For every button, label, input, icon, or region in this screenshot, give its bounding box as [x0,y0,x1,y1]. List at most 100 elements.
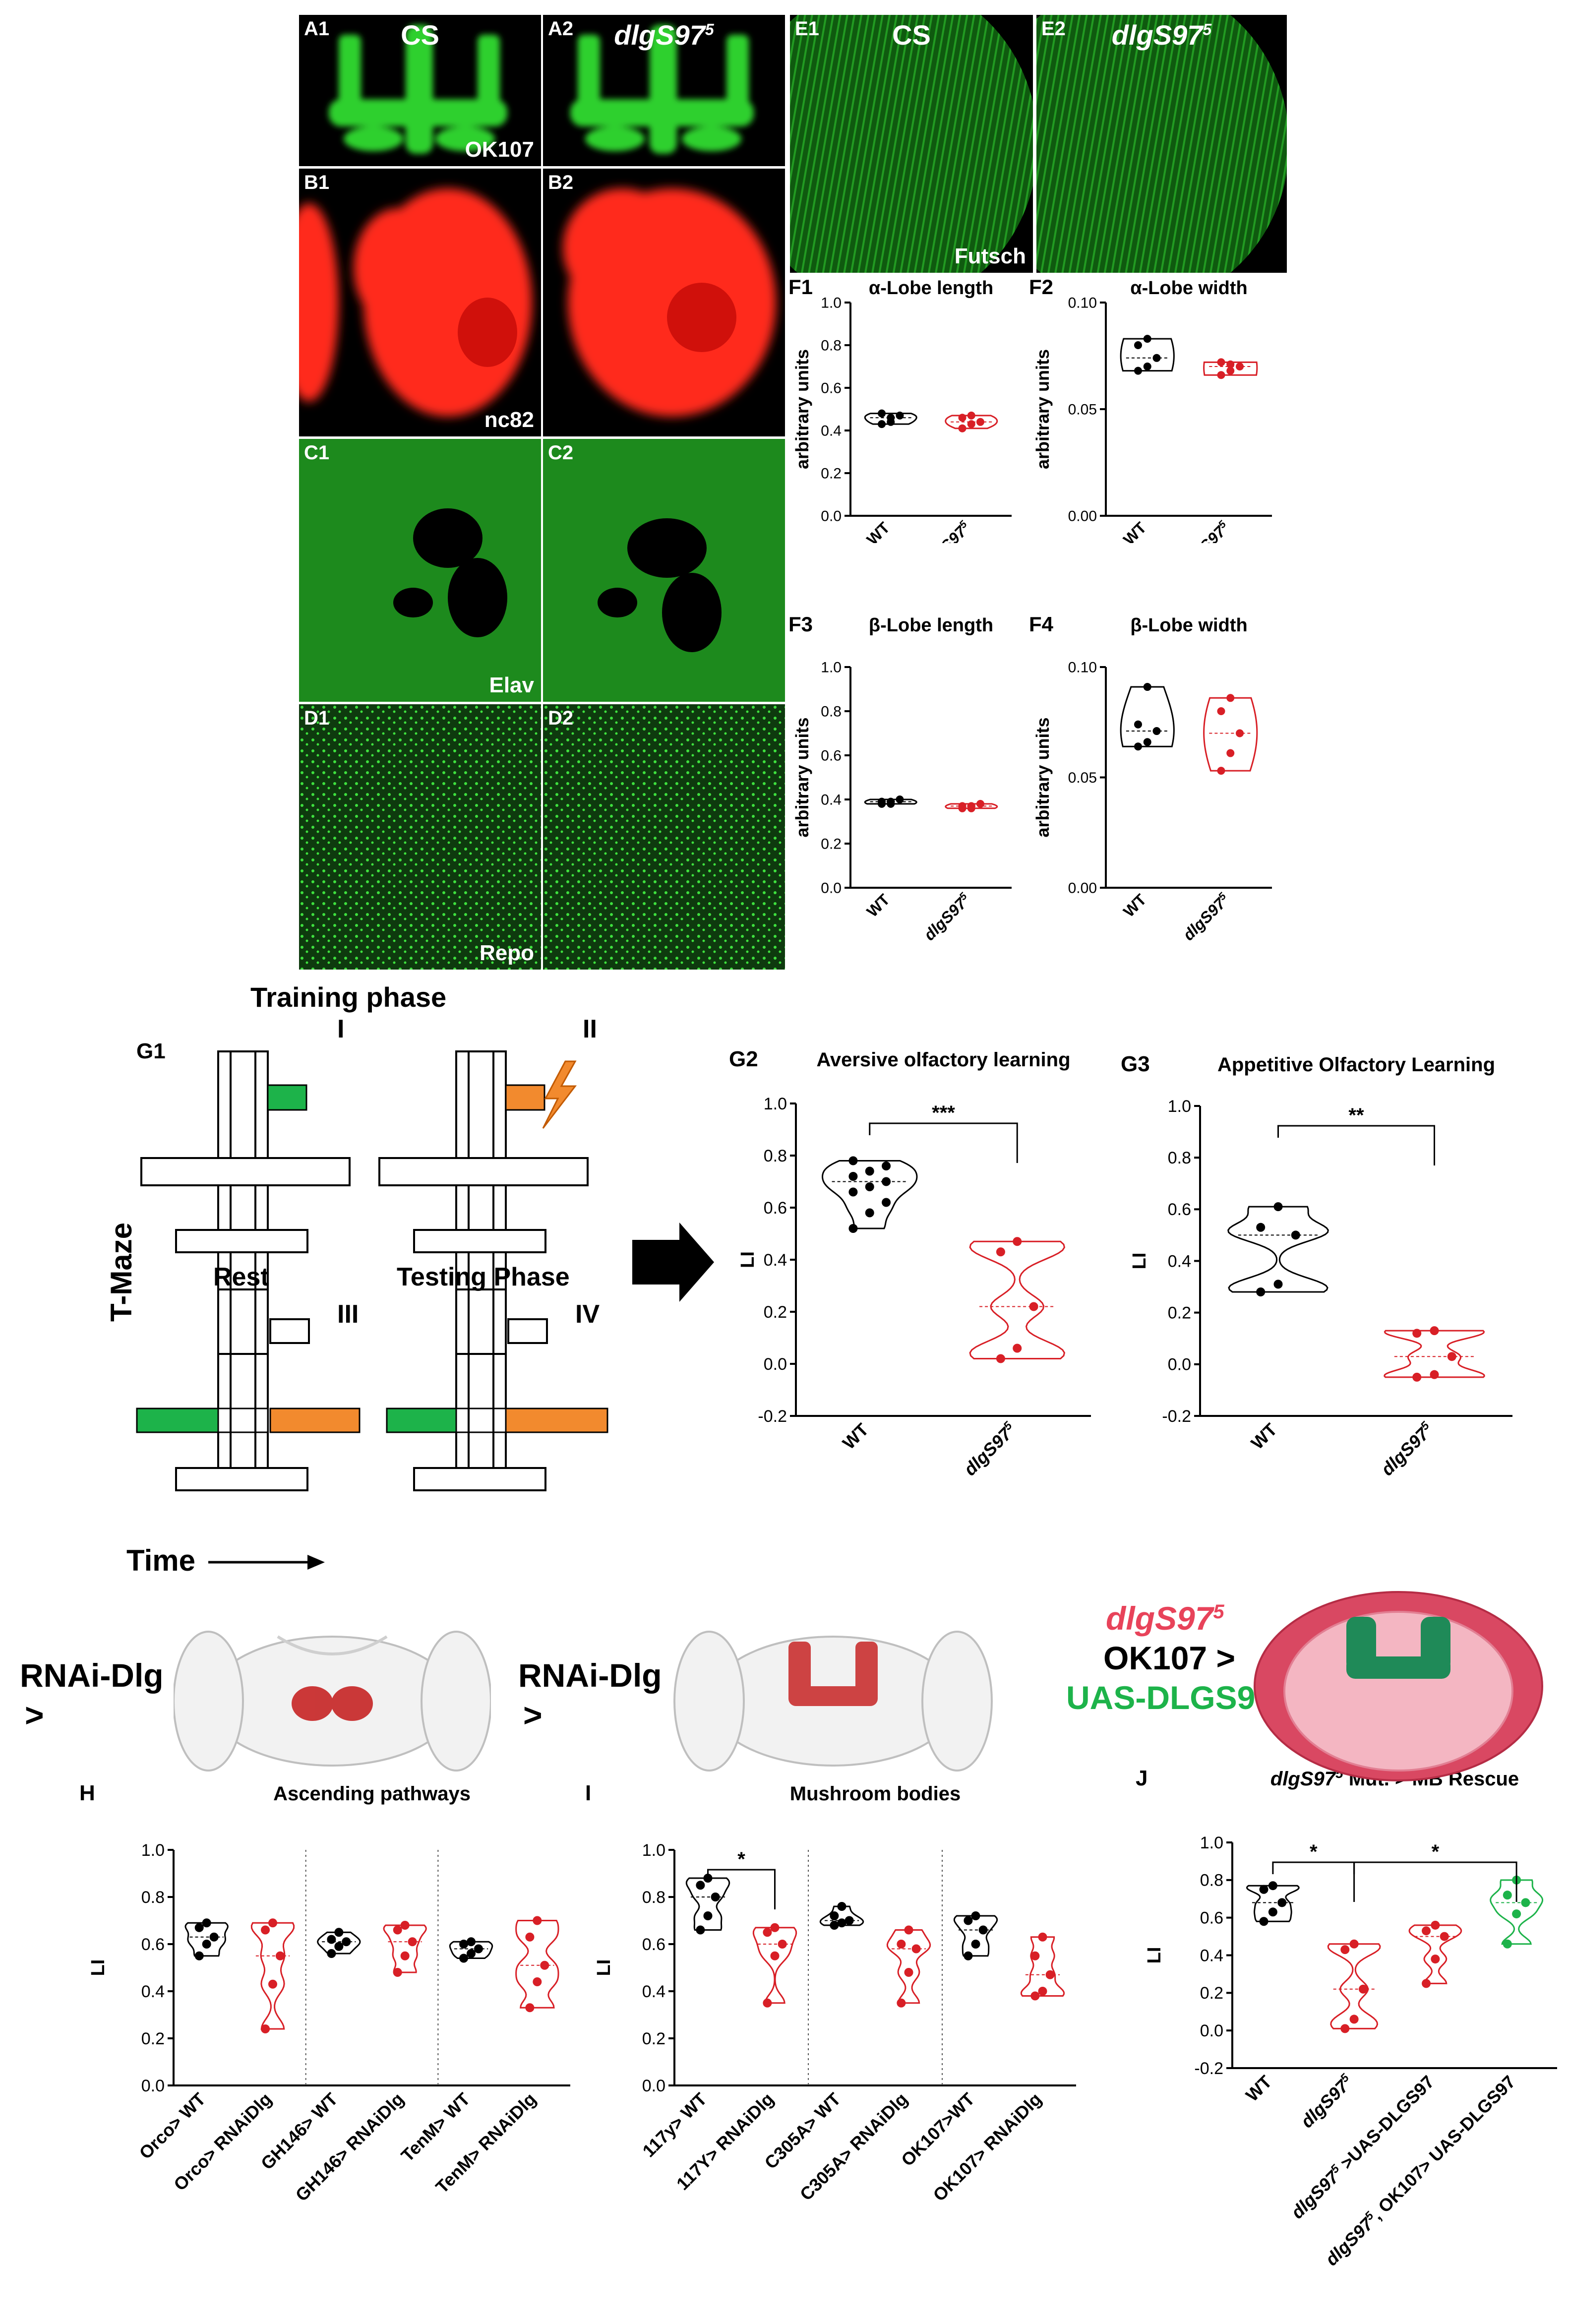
panel-label: E1 [795,18,819,40]
data-point [865,1182,874,1191]
data-point [865,1166,874,1176]
data-point [268,1918,277,1928]
x-tick-label: dlgS975 [920,518,974,543]
y-tick-label: 0.0 [642,2077,665,2095]
data-point [1512,1909,1521,1919]
data-point [711,1893,720,1901]
rescue-driver: OK107 > [1103,1640,1235,1676]
data-point [474,1944,483,1954]
y-axis-label: arbitrary units [792,349,812,469]
rest-title: Rest [213,1263,269,1291]
y-tick-label: 0.8 [821,338,842,354]
data-point [887,799,895,808]
data-point [209,1932,219,1942]
data-point [1013,1344,1022,1353]
marker-label: nc82 [484,408,534,432]
x-tick-label: dlgS975 [1179,890,1233,944]
data-point [1259,1885,1268,1894]
rnai-dlg-label-left: RNAi-Dlg [20,1657,164,1694]
data-point [1152,354,1161,362]
data-point [268,1979,277,1989]
data-point [1431,1955,1440,1964]
y-tick-label: 0.2 [821,466,842,482]
micro-panel-e1: E1 CS Futsch [790,15,1033,273]
x-tick-label: dlgS975 [920,890,974,944]
y-tick-label: 0.2 [1200,1984,1223,2003]
data-point [996,1247,1005,1257]
y-axis-label: LI [737,1251,758,1268]
x-tick-label: WT [839,1419,873,1454]
data-point [1256,1287,1266,1296]
data-point [996,1354,1005,1363]
data-point [1029,1302,1038,1311]
data-point [1430,1370,1439,1379]
data-point [261,2024,270,2033]
y-tick-label: 0.6 [821,380,842,397]
violin-3 [886,1929,931,2004]
data-point [1143,683,1151,691]
y-tick-label: 0.00 [1068,508,1097,525]
y-tick-label: 0.4 [764,1251,787,1270]
data-point [275,1951,285,1960]
panel-title: dlgS975 [614,19,714,51]
data-point [1217,371,1225,379]
panel-label: G3 [1121,1052,1150,1076]
data-point [1045,1970,1055,1979]
violin-0 [184,1922,229,1957]
panel-label: F3 [788,612,813,636]
data-point [976,799,984,808]
marker-label: Repo [480,941,534,965]
data-point [334,1942,344,1951]
brain-nc82-image [299,188,532,417]
x-tick-label: dlgS975 [1179,518,1233,543]
micro-panel-c2: C2 [543,439,785,702]
violin-1 [250,1922,295,2030]
data-point [1217,767,1225,775]
data-point [1268,1907,1277,1917]
y-tick-label: 0.0 [1200,2021,1223,2040]
data-point [1030,1951,1040,1960]
y-tick-label: 0.4 [642,1982,665,2001]
y-axis-label: LI [1144,1947,1165,1964]
futsch-image [1036,15,1287,273]
micro-panel-b1: B1 nc82 [299,169,541,436]
data-point [261,1925,270,1935]
marker-label: Futsch [954,244,1026,268]
brain-elav-image [543,439,785,702]
data-point [1030,1991,1040,2001]
panel-title: CS [401,19,439,51]
micro-panel-a2: A2 dlgS975 [543,15,785,166]
data-point [1358,1984,1368,1994]
mushroom-body-image [329,25,507,154]
data-point [1134,367,1142,375]
x-tick-label: WT [863,518,894,543]
data-point [1440,1932,1449,1941]
data-point [830,1921,839,1930]
y-axis-label: arbitrary units [792,717,812,837]
brain-elav-image [299,439,541,702]
y-tick-label: 0.8 [141,1888,165,1907]
micro-panel-b2: B2 [543,169,785,436]
violin-0 [685,1877,730,1931]
futsch-image [790,15,1033,273]
data-point [896,411,904,420]
panel-label: G2 [729,1047,758,1071]
data-point [1152,727,1161,735]
chart-title: Ascending pathways [273,1783,471,1805]
data-point [845,1916,854,1925]
data-point [1038,1932,1047,1942]
arrow-icon [632,1223,714,1302]
chart-title: α-Lobe length [869,278,993,299]
data-point [1134,341,1142,349]
tmaze-label: T-Maze [105,1222,138,1322]
data-point [696,1925,705,1935]
brain-repo-image [299,704,541,970]
y-tick-label: 0.6 [1168,1200,1191,1219]
data-point [882,1162,891,1170]
panel-label: J [1136,1766,1147,1790]
y-tick-label: 0.2 [821,836,842,853]
data-point [911,1944,921,1954]
